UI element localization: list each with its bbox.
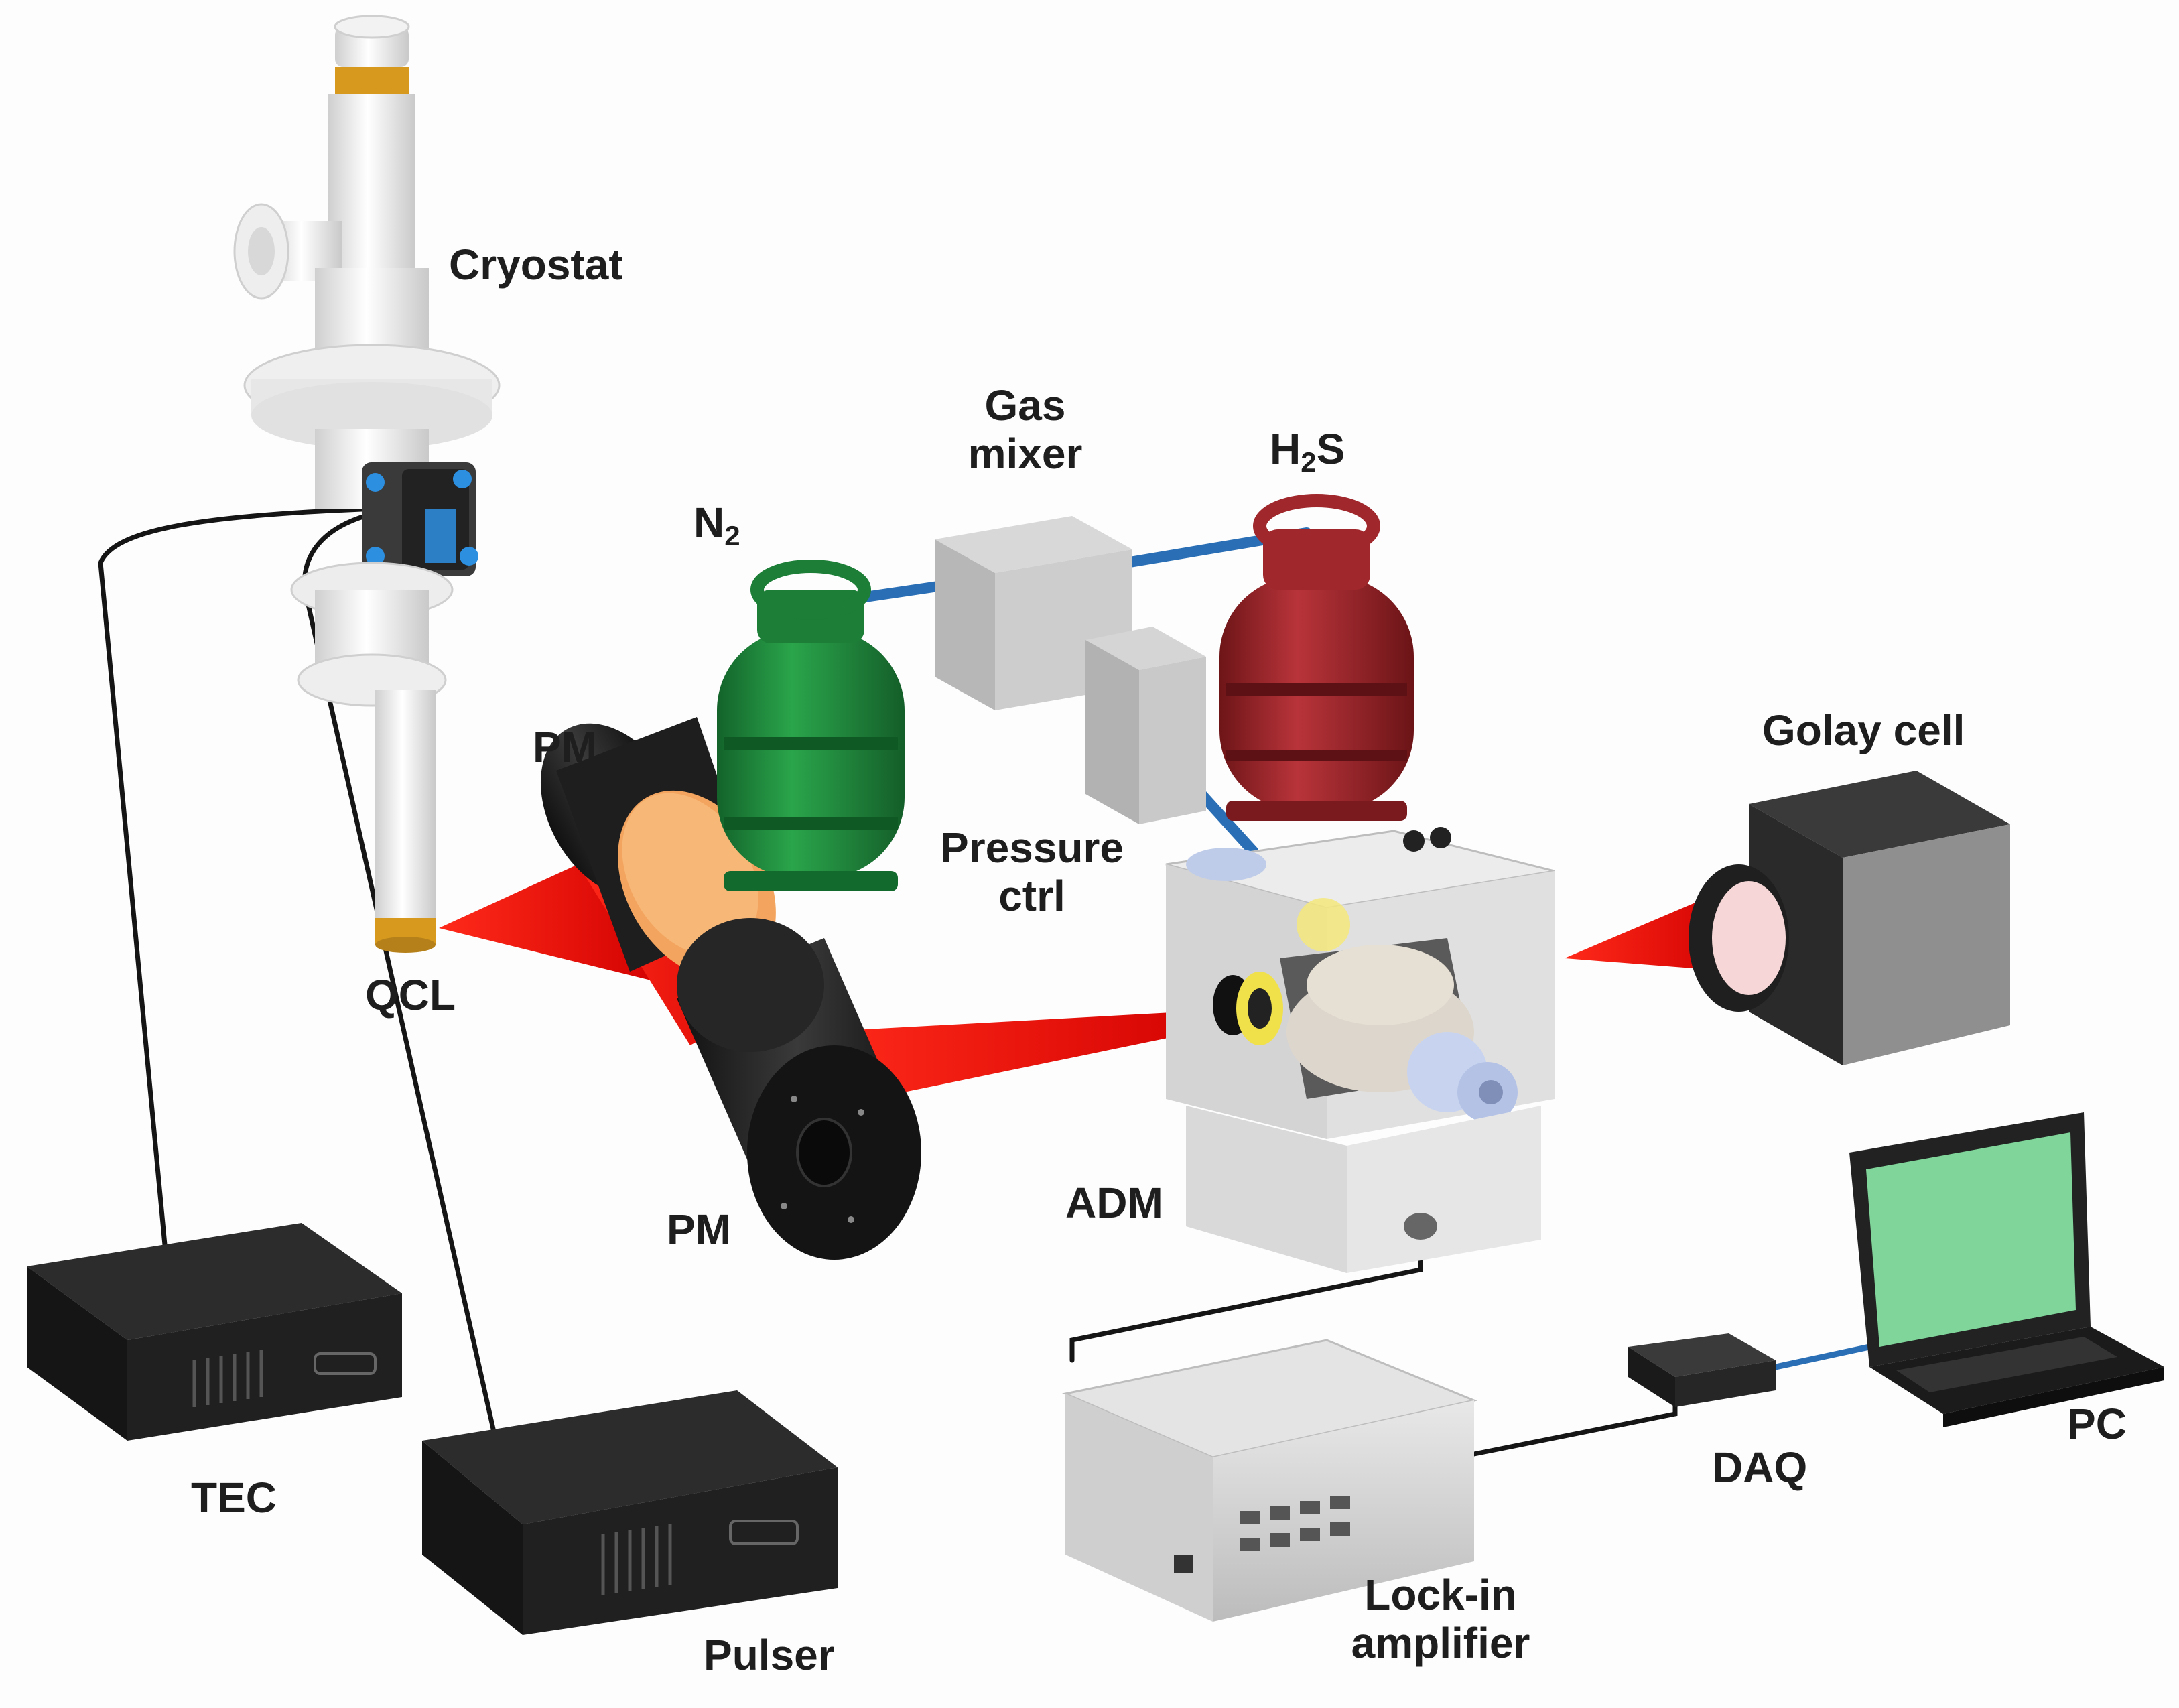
pm-bottom-label: PM	[667, 1205, 731, 1254]
golay-cell	[1689, 771, 2010, 1065]
pressure-ctrl-label-line2: ctrl	[998, 871, 1065, 920]
tec-cable	[98, 507, 365, 1276]
lock-in-label: Lock-in amplifier	[1307, 1571, 1575, 1667]
lockin-daq-cable	[1471, 1394, 1678, 1457]
tec-vents	[192, 1350, 263, 1407]
cryostat-label: Cryostat	[449, 241, 623, 289]
adm-label: ADM	[1065, 1179, 1163, 1227]
lock-in-amplifier	[1062, 1339, 1478, 1622]
n2-cylinder	[717, 560, 905, 891]
n2-label-main: N	[694, 499, 725, 547]
pc	[1849, 1112, 2164, 1427]
gas-mixer-label: Gas mixer	[925, 381, 1126, 478]
daq-label: DAQ	[1712, 1443, 1808, 1492]
tec	[27, 1223, 402, 1441]
pc-label: PC	[2067, 1400, 2127, 1448]
lockin-buttons	[1240, 1496, 1350, 1551]
qcl-label: QCL	[365, 971, 456, 1019]
golay-cell-label: Golay cell	[1762, 706, 1965, 754]
pulser-label: Pulser	[704, 1631, 835, 1679]
h2s-label-main: H	[1270, 425, 1301, 473]
daq-pc-cable	[1772, 1343, 1873, 1370]
h2s-label-sub: 2	[1301, 446, 1317, 478]
gas-mixer-label-line1: Gas	[984, 381, 1066, 430]
pulser	[422, 1390, 838, 1635]
lock-in-label-line2: amplifier	[1351, 1618, 1530, 1667]
h2s-label: H2S	[1270, 425, 1345, 476]
qcl-mount	[362, 462, 478, 576]
pressure-controller	[1085, 627, 1206, 824]
parabolic-mirror-top	[540, 717, 776, 979]
h2s-label-tail: S	[1316, 425, 1345, 473]
pressure-ctrl-label-line1: Pressure	[940, 824, 1124, 872]
parabolic-mirror-bottom	[677, 918, 921, 1260]
daq	[1628, 1333, 1776, 1407]
adm	[1165, 827, 1555, 1273]
gas-mixer	[935, 516, 1132, 710]
h2s-cylinder	[1219, 494, 1414, 821]
cryostat	[233, 15, 501, 953]
pulser-vents	[601, 1524, 672, 1595]
gas-mixer-label-line2: mixer	[968, 429, 1083, 478]
pm-top-label: PM	[533, 723, 597, 771]
pressure-ctrl-label: Pressure ctrl	[905, 824, 1159, 920]
lock-in-label-line1: Lock-in	[1364, 1571, 1517, 1619]
n2-label-sub: 2	[724, 520, 740, 551]
n2-label: N2	[694, 499, 740, 549]
tec-label: TEC	[191, 1473, 277, 1522]
